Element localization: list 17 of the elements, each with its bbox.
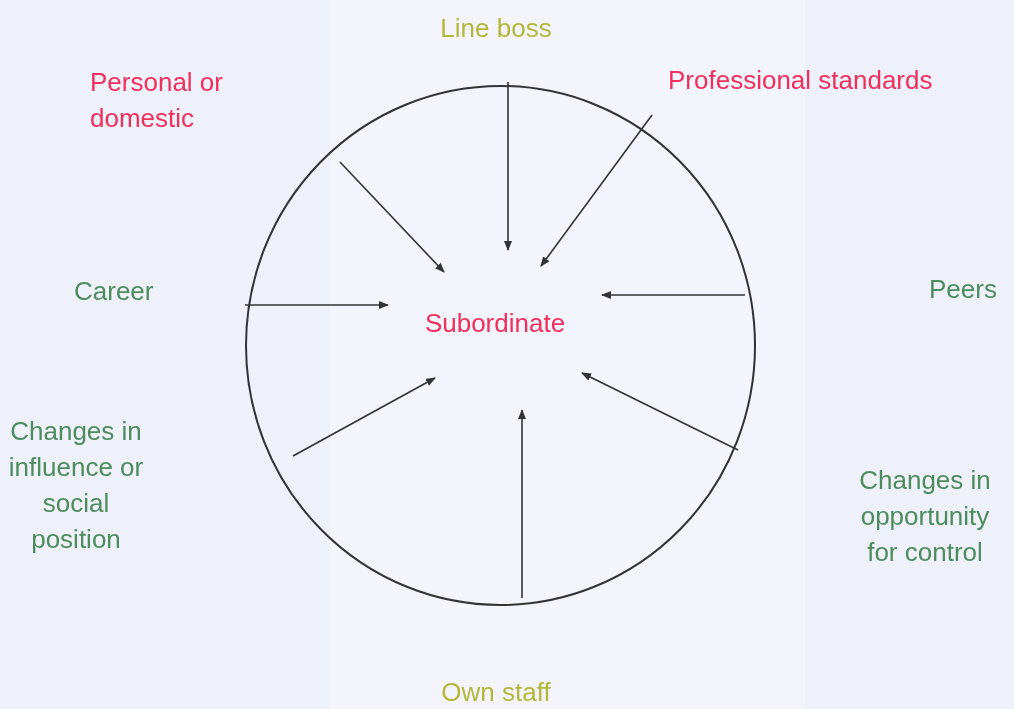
arrow bbox=[540, 114, 653, 267]
influence-label: Changes in influence or social position bbox=[7, 415, 145, 556]
arrow bbox=[504, 81, 512, 251]
arrow bbox=[581, 372, 739, 451]
influence-label: Professional standards bbox=[668, 64, 934, 97]
influence-label: Peers bbox=[929, 273, 998, 306]
arrow bbox=[339, 161, 445, 273]
center-label: Subordinate bbox=[388, 232, 602, 414]
influence-label: Changes in opportunity for control bbox=[858, 464, 992, 569]
influence-label: Career bbox=[74, 275, 155, 308]
influence-label: Personal or domestic bbox=[90, 66, 224, 135]
arrow bbox=[518, 409, 526, 599]
influence-label: Own staff bbox=[440, 676, 552, 709]
arrow bbox=[244, 301, 389, 309]
arrow bbox=[601, 291, 746, 299]
influence-label: Line boss bbox=[439, 12, 553, 45]
arrow bbox=[292, 377, 436, 457]
